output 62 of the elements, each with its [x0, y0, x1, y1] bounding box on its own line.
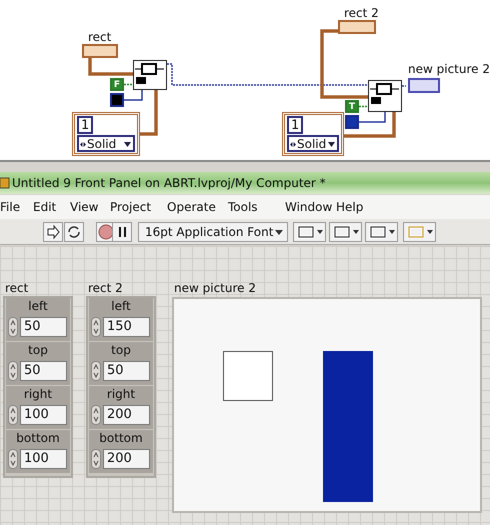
value-field: 200: [103, 405, 150, 425]
cluster-constant: [72, 112, 140, 156]
numeric-control: [6, 386, 70, 429]
numeric-constant: 1: [287, 116, 303, 134]
menu-item: Edit: [33, 200, 56, 214]
boolean-constant: F: [110, 78, 124, 91]
draw-rect-function-icon: [368, 80, 402, 112]
control-label: right: [22, 387, 54, 401]
wire: [140, 90, 158, 136]
menu-item: Tools: [228, 200, 258, 214]
color-constant: [345, 115, 359, 129]
terminal-label: rect 2: [344, 6, 379, 20]
menu-item: Help: [336, 200, 364, 214]
menu-item: Project: [110, 200, 152, 214]
numeric-control: [89, 386, 153, 429]
control-label: right: [106, 387, 136, 401]
wire: [124, 84, 133, 86]
control-label: rect: [5, 281, 28, 295]
control-label: rect 2: [88, 281, 123, 295]
control-label: top: [27, 343, 49, 357]
terminal-label: rect: [88, 30, 112, 44]
menu-item: Operate: [167, 200, 216, 214]
wire: [359, 106, 368, 108]
numeric-control: [89, 298, 153, 341]
menu-item: View: [70, 200, 98, 214]
control-label: new picture 2: [174, 281, 256, 295]
wire: [359, 112, 386, 123]
wire: [320, 29, 368, 99]
control-label: top: [110, 343, 132, 357]
enum-text: Solid: [297, 137, 326, 151]
draw-rect-function-icon: [133, 60, 167, 90]
value-field: 100: [20, 405, 67, 425]
wire: [124, 90, 143, 101]
numeric-control: [89, 342, 153, 385]
wire: [167, 63, 368, 86]
value-field: 200: [103, 449, 150, 469]
font-ring: 16pt Application Font: [138, 222, 288, 242]
terminal-label: new picture 2: [408, 62, 490, 76]
numeric-control: [6, 342, 70, 385]
window-title: Untitled 9 Front Panel on ABRT.lvproj/My Computer *: [12, 176, 326, 190]
numeric-control: [6, 298, 70, 341]
control-label: bottom: [15, 431, 61, 445]
wire: [344, 112, 396, 138]
cluster-constant: [282, 112, 344, 156]
control-label: bottom: [98, 431, 144, 445]
control-label: left: [27, 299, 49, 313]
wire: [88, 58, 133, 76]
value-field: 50: [20, 361, 67, 381]
value-field: 150: [103, 317, 150, 337]
numeric-constant: 1: [77, 116, 93, 134]
value-field: 50: [103, 361, 150, 381]
control-label: left: [110, 299, 132, 313]
boolean-constant: T: [345, 100, 359, 113]
value-field: 50: [20, 317, 67, 337]
wire: [402, 85, 406, 87]
numeric-control: [89, 430, 153, 473]
numeric-control: [6, 430, 70, 473]
value-field: 100: [20, 449, 67, 469]
menu-item: File: [0, 200, 20, 214]
menu-item: Window: [285, 200, 332, 214]
color-constant: [110, 93, 124, 107]
enum-text: Solid: [87, 137, 116, 151]
